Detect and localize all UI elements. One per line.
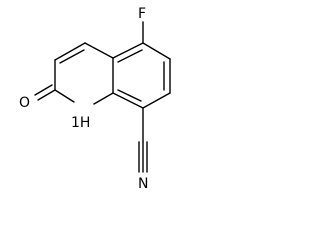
fluorine-label: F (138, 6, 146, 22)
bond-c2-o-b (34, 84, 53, 96)
nh-label: 1H (71, 115, 90, 131)
bond-c7-c8 (142, 92, 171, 109)
bond-c3-c4 (54, 42, 86, 61)
bond-c4-c4a (84, 42, 114, 59)
bond-c3-c4-inner (59, 49, 85, 64)
bond-c8-c8a-inner (117, 89, 142, 102)
bond-n1-c2 (54, 89, 75, 103)
bond-c2-o-a (37, 89, 56, 101)
bond-c8-c8a (112, 92, 144, 109)
nitrile-nitrogen-label: N (138, 176, 148, 192)
bond-c4a-c5-inner (117, 49, 143, 63)
bond-c5-c6 (142, 42, 171, 60)
bond-c8a-n1 (93, 92, 114, 105)
bond-c4a-c5 (112, 42, 144, 59)
oxygen-label: O (19, 95, 30, 111)
molecule-diagram: F O 1H N (19, 6, 171, 192)
